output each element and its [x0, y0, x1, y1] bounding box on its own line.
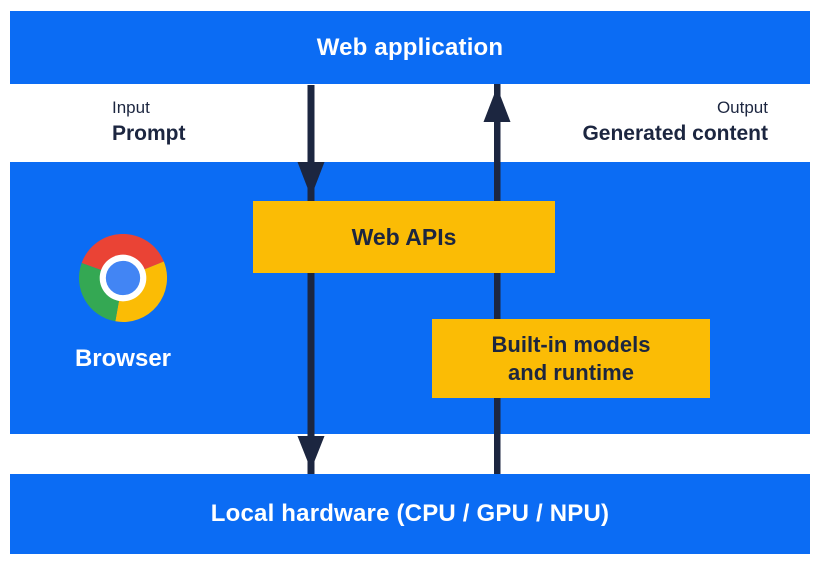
builtin-models-label-line1: Built-in models — [491, 331, 651, 357]
output-value: Generated content — [582, 122, 768, 145]
web-application-bar: Web application — [10, 11, 810, 84]
input-value: Prompt — [112, 122, 186, 145]
web-application-label: Web application — [316, 33, 504, 61]
web-apis-box: Web APIs — [253, 201, 555, 273]
chrome-icon — [78, 233, 168, 322]
up-arrow-icon — [483, 84, 511, 474]
web-apis-label: Web APIs — [351, 223, 457, 250]
output-label: Output — [716, 98, 768, 117]
local-hardware-bar: Local hardware (CPU / GPU / NPU) — [10, 474, 810, 554]
browser-label: Browser — [74, 345, 172, 372]
input-label: Input — [112, 98, 150, 117]
input-annotation: Input Prompt — [112, 99, 186, 144]
builtin-models-box: Built-in models and runtime — [432, 319, 710, 398]
down-arrow-icon — [297, 85, 325, 474]
builtin-models-label-line2: and runtime — [508, 359, 634, 385]
output-annotation: Output Generated content — [582, 99, 768, 144]
local-hardware-label: Local hardware (CPU / GPU / NPU) — [210, 500, 610, 527]
